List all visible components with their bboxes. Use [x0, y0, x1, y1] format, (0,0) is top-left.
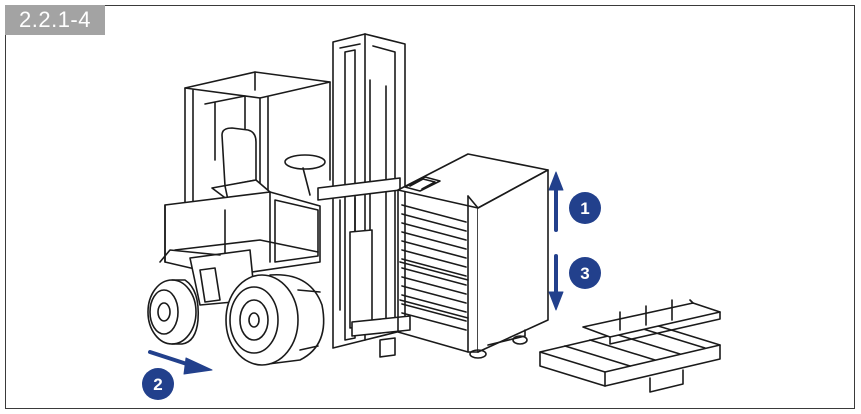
fork-carriage	[317, 177, 411, 358]
step-badge-1-label: 1	[580, 199, 589, 218]
step-badge-3: 3	[569, 257, 601, 289]
arrow-right-icon	[148, 350, 213, 375]
step-badge-2-label: 2	[153, 375, 162, 394]
step-badge-1: 1	[569, 192, 601, 224]
arrow-down-icon	[548, 254, 564, 311]
cabinet	[397, 153, 549, 359]
arrow-up-icon	[548, 171, 564, 232]
figure-number: 2.2.1-4	[5, 5, 105, 35]
steering-wheel	[284, 154, 326, 196]
pallet	[539, 299, 721, 393]
forklift-body	[159, 191, 321, 306]
front-wheel	[225, 273, 325, 366]
step-badge-3-label: 3	[580, 264, 589, 283]
seat	[211, 127, 271, 201]
step-badge-2: 2	[142, 368, 174, 400]
figure-frame	[5, 5, 855, 409]
rear-wheel	[147, 279, 200, 345]
overhead-guard	[184, 71, 331, 206]
